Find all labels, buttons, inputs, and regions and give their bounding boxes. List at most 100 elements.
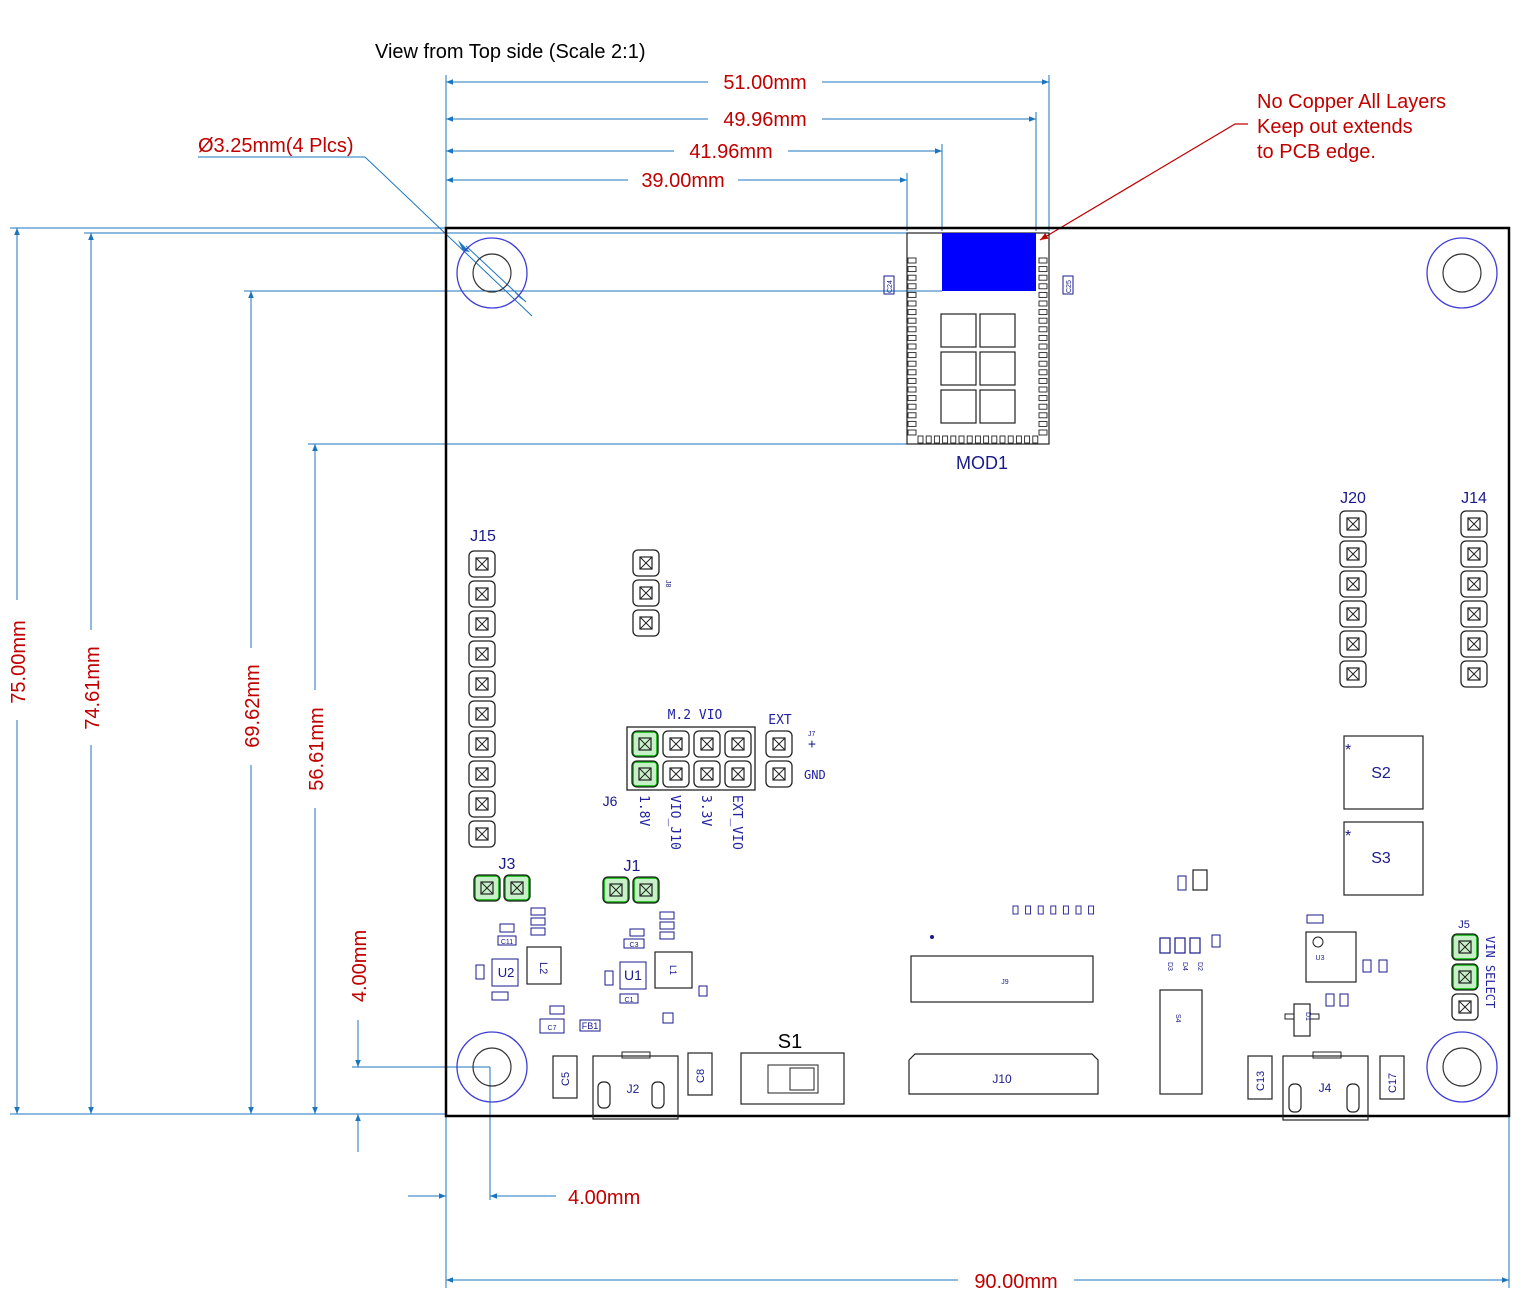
m2-vio-label: M.2 VIO: [668, 708, 723, 723]
small-resistor: [659, 931, 675, 940]
mounting-hole-top-left: [456, 237, 528, 309]
dim-90: 90.00mm: [974, 1271, 1057, 1293]
dim-49-96: 49.96mm: [723, 109, 806, 131]
j20-label: J20: [1340, 490, 1366, 507]
board-outline: [444, 226, 1511, 1118]
ext-vio-label: EXT_VIO: [729, 795, 744, 850]
header-pin: [468, 640, 496, 668]
dim-74-61: 74.61mm: [82, 646, 104, 729]
j1-label: J1: [624, 858, 641, 875]
small-resistor: [659, 911, 675, 920]
svg-text:C5: C5: [560, 1072, 572, 1086]
u1-regulator: U1: [619, 961, 647, 990]
v18-label: 1.8V: [636, 795, 651, 826]
svg-text:J2: J2: [627, 1082, 640, 1096]
d1-diode: D1: [1284, 1003, 1320, 1037]
j6-label: J6: [603, 793, 618, 809]
header-pin: [1339, 600, 1367, 628]
small-cap: [604, 970, 614, 986]
small-cap: [475, 964, 485, 980]
header-pin: [693, 760, 721, 788]
header-pin: [1339, 570, 1367, 598]
c8-cap: C8: [687, 1052, 713, 1096]
header-pin: [468, 820, 496, 848]
header-pin: [1451, 933, 1479, 961]
u3-sensor: U3: [1305, 914, 1388, 1007]
j5-label: J5: [1458, 919, 1470, 931]
header-pin: [1460, 630, 1488, 658]
mounting-hole-bottom-left: [456, 1031, 528, 1103]
s4-part: S4: [1159, 989, 1203, 1095]
header-pin: [468, 700, 496, 728]
s2-switch: * S2: [1343, 735, 1424, 810]
header-pin: [632, 579, 660, 607]
header-pin: [631, 760, 659, 788]
u2-regulator: U2: [491, 958, 519, 987]
header-pin: [1451, 963, 1479, 991]
header-pin: [473, 874, 501, 902]
j2-usb-connector: J2: [592, 1051, 679, 1120]
header-pin: [1460, 510, 1488, 538]
header-pin: [1339, 540, 1367, 568]
small-resistor: [698, 985, 708, 997]
note-line-1: No Copper All Layers: [1257, 91, 1446, 113]
dim-51: 51.00mm: [723, 72, 806, 94]
header-pin: [468, 580, 496, 608]
fb1-bead: FB1: [579, 1019, 601, 1032]
l2-inductor: L2: [526, 946, 562, 985]
svg-text:FB1: FB1: [582, 1021, 599, 1031]
svg-text:S1: S1: [778, 1031, 802, 1053]
svg-text:C25: C25: [1066, 280, 1073, 293]
j9-connector: J9: [910, 935, 1094, 1003]
led-part: [662, 1012, 674, 1024]
j15-label: J15: [470, 528, 496, 545]
header-pin: [468, 760, 496, 788]
c25-part: C25: [1062, 275, 1074, 295]
dim-4-horizontal: 4.00mm: [568, 1187, 640, 1209]
small-cap: [629, 928, 645, 937]
s1-slide-switch: S1: [740, 1031, 845, 1105]
j3-label: J3: [499, 856, 516, 873]
header-pin: [765, 760, 793, 788]
small-cap: [549, 1005, 565, 1015]
svg-text:C11: C11: [501, 939, 513, 946]
note-line-3: to PCB edge.: [1257, 141, 1376, 163]
svg-text:S4: S4: [1174, 1014, 1181, 1023]
header-pin: [1339, 630, 1367, 658]
svg-text:J10: J10: [992, 1072, 1012, 1086]
mod1-label: MOD1: [956, 453, 1008, 473]
vin-select-label: VIN SELECT: [1483, 936, 1497, 1008]
svg-text:S3: S3: [1371, 850, 1391, 867]
dim-4-vertical: 4.00mm: [349, 930, 371, 1002]
header-pin: [724, 760, 752, 788]
header-pin: [602, 876, 630, 904]
header-pin: [1460, 540, 1488, 568]
gnd-label: GND: [804, 768, 826, 782]
small-ic: [1192, 869, 1208, 891]
c17-cap: C17: [1379, 1055, 1405, 1100]
header-pin: [468, 550, 496, 578]
j6-outline: [626, 726, 756, 791]
small-resistor: [659, 921, 675, 930]
v33-label: 3.3V: [698, 795, 713, 826]
svg-text:C17: C17: [1387, 1073, 1399, 1093]
c7-cap: C7: [539, 1018, 565, 1034]
j8-label: J8: [664, 580, 671, 588]
header-pin: [1451, 993, 1479, 1021]
c13-cap: C13: [1247, 1055, 1273, 1100]
header-pin: [724, 730, 752, 758]
header-pin: [765, 730, 793, 758]
keepout-area: [942, 233, 1036, 291]
svg-text:*: *: [1345, 742, 1351, 759]
svg-text:L2: L2: [537, 962, 549, 974]
l1-inductor: L1: [654, 951, 693, 989]
j7-label: J7: [808, 731, 816, 738]
small-cap: [499, 923, 515, 933]
resistor-row: [1012, 905, 1095, 915]
small-resistor: [530, 907, 546, 916]
mounting-hole-bottom-right: [1426, 1031, 1498, 1103]
dim-75: 75.00mm: [8, 620, 30, 703]
mod1-pads: [907, 257, 1048, 444]
header-pin: [632, 549, 660, 577]
svg-text:J9: J9: [1001, 979, 1009, 986]
